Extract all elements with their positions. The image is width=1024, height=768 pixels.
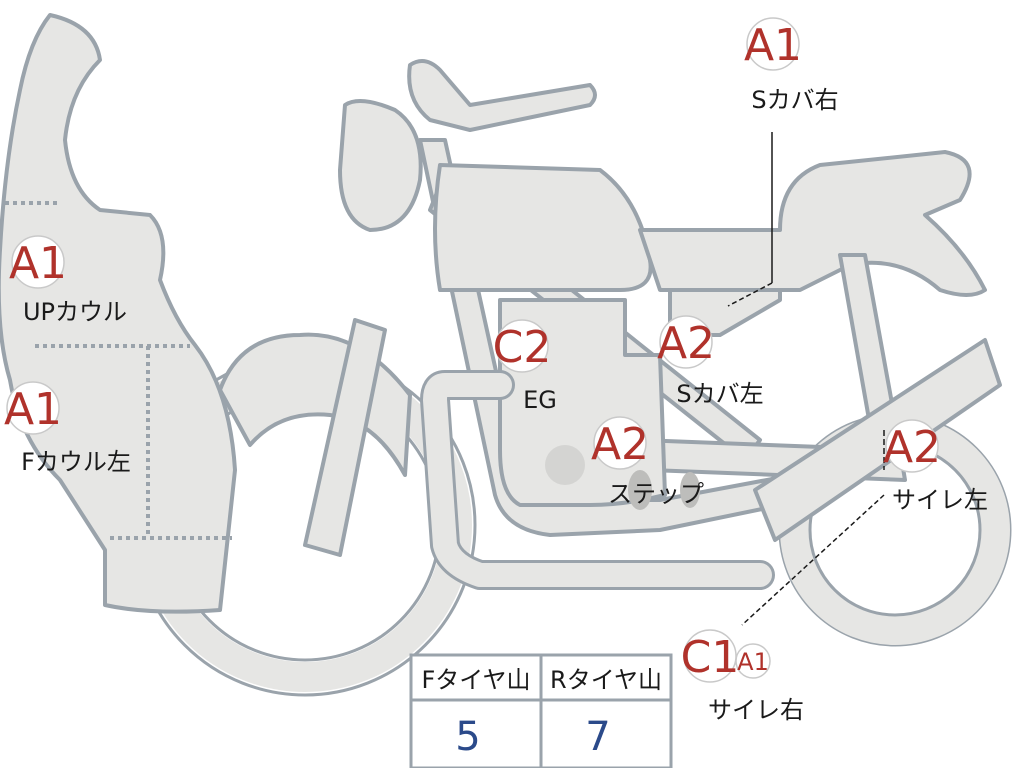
grade-label-small: A1 — [737, 648, 769, 676]
leader-lines — [727, 132, 885, 626]
part-label: サイレ右 — [708, 696, 804, 724]
muffler — [753, 338, 1002, 542]
grade-badge — [885, 419, 939, 473]
marker-up-cowl: A1 UPカウル — [9, 235, 127, 326]
exhaust-pipe-fill — [423, 373, 772, 587]
grade-label: A1 — [4, 384, 62, 435]
marker-step: A2 ステップ — [591, 416, 704, 508]
grade-label: A1 — [744, 20, 802, 71]
step-peg-2 — [680, 472, 700, 508]
seat — [638, 150, 987, 297]
tire-tread-table: Fタイヤ山 Rタイヤ山 5 7 — [409, 653, 673, 768]
part-label: UPカウル — [23, 298, 127, 326]
part-label: Fカウル左 — [21, 448, 131, 476]
grade-badge — [659, 315, 713, 369]
grade-badge — [746, 17, 800, 71]
grade-label: C2 — [493, 322, 552, 373]
marker-engine: C2 EG — [493, 319, 557, 414]
front-cowl — [0, 13, 237, 614]
front-fork — [303, 318, 387, 557]
front-tire-header: Fタイヤ山 — [421, 666, 530, 694]
grade-label: C1 — [681, 632, 740, 683]
part-label: ステップ — [608, 480, 704, 508]
part-label: Sカバ右 — [751, 86, 838, 114]
rear-tire-value: 7 — [585, 714, 610, 760]
marker-silencer-left: A2 サイレ左 — [883, 419, 988, 514]
marker-s-cover-right: A1 Sカバ右 — [744, 17, 839, 114]
engine-cover — [545, 445, 585, 485]
step-peg-1 — [628, 470, 652, 510]
grade-badge — [11, 235, 65, 289]
cowl-section-lines — [5, 201, 232, 540]
headlight — [338, 99, 423, 232]
grade-label: A2 — [657, 318, 715, 369]
part-label: EG — [523, 386, 557, 414]
grade-badge — [495, 319, 549, 373]
grade-label: A1 — [9, 238, 67, 289]
handlebar — [407, 59, 597, 132]
grade-label: A2 — [591, 419, 649, 470]
grade-badge-small — [735, 643, 771, 679]
marker-s-cover-left: A2 Sカバ左 — [657, 315, 764, 408]
front-tire-value: 5 — [455, 714, 480, 760]
fuel-tank — [433, 163, 653, 292]
part-label: サイレ左 — [892, 486, 988, 514]
grade-label: A2 — [883, 422, 941, 473]
grade-badge — [6, 381, 60, 435]
part-label: Sカバ左 — [676, 380, 763, 408]
marker-f-cowl-left: A1 Fカウル左 — [4, 381, 131, 476]
rear-tire-header: Rタイヤ山 — [550, 666, 662, 694]
grade-badge — [593, 416, 647, 470]
marker-silencer-right: C1 A1 サイレ右 — [681, 629, 804, 724]
rear-strut — [838, 253, 897, 427]
